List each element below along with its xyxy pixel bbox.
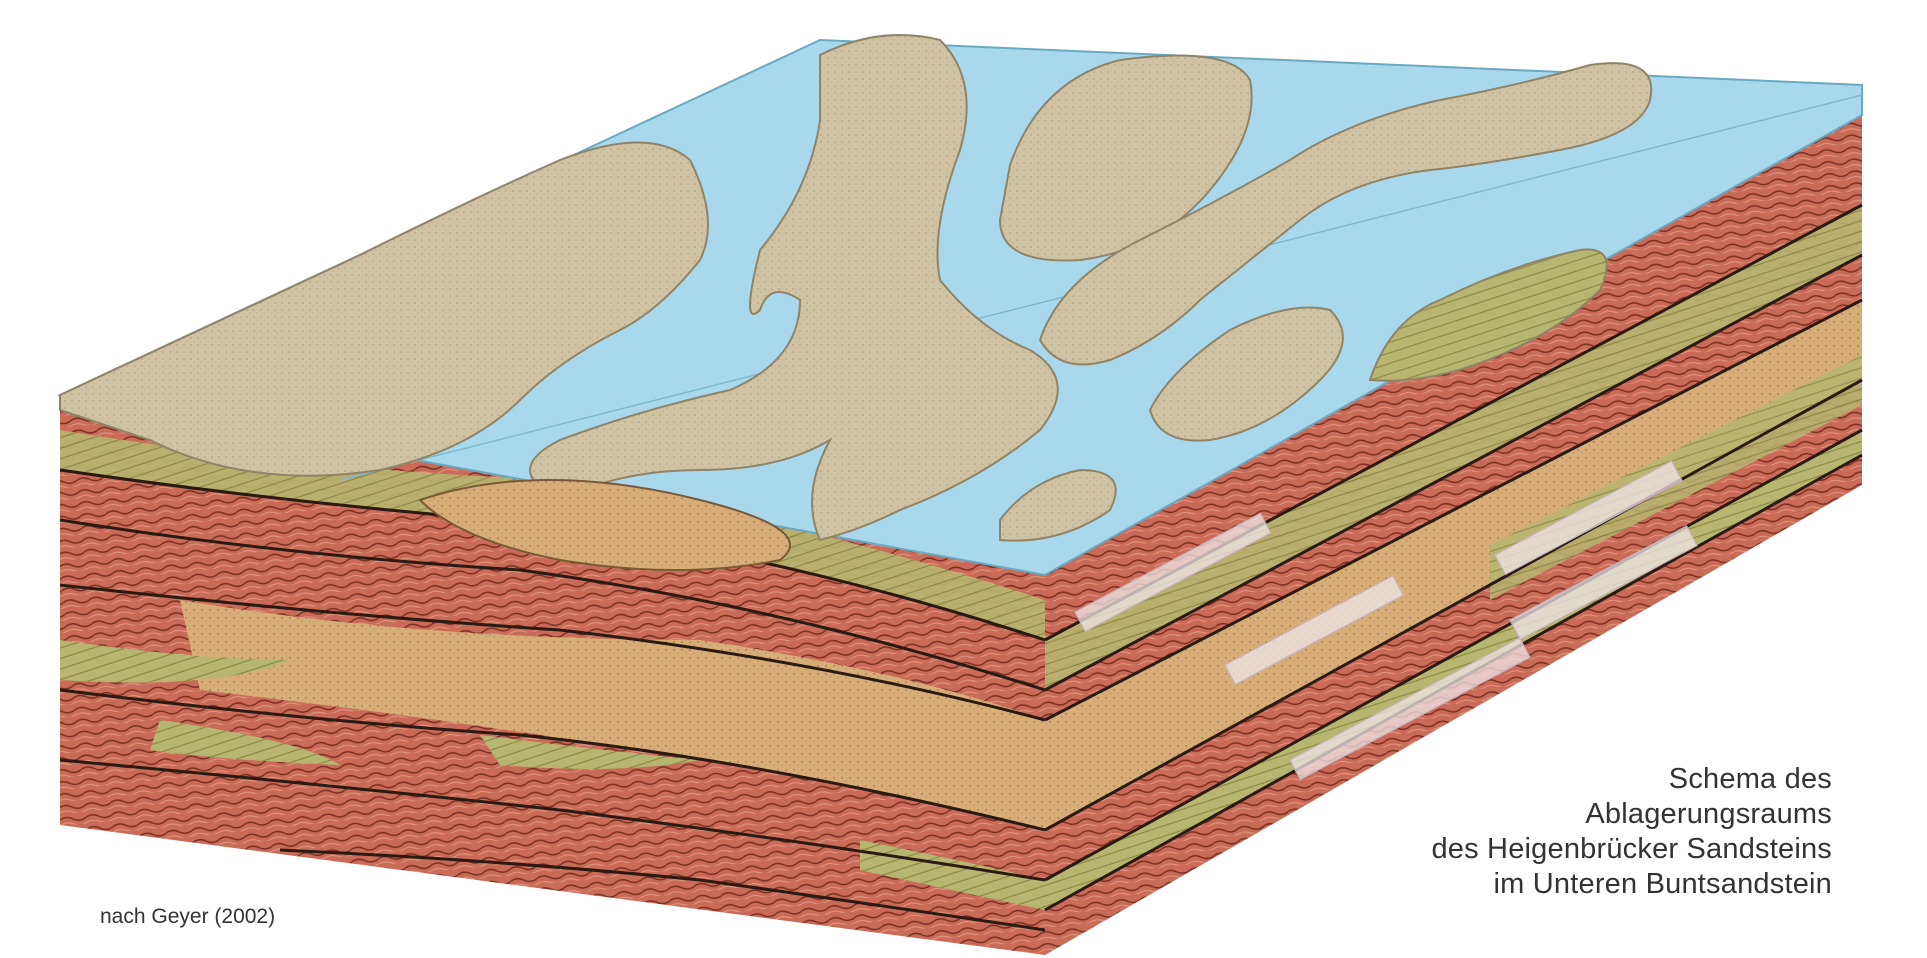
caption-line-1: Schema des bbox=[1112, 762, 1832, 797]
source-credit: nach Geyer (2002) bbox=[100, 905, 275, 929]
caption-line-4: im Unteren Buntsandstein bbox=[1112, 867, 1832, 902]
caption-line-2: Ablagerungsraums bbox=[1112, 797, 1832, 832]
caption-line-3: des Heigenbrücker Sandsteins bbox=[1112, 832, 1832, 867]
diagram-caption: Schema des Ablagerungsraums des Heigenbr… bbox=[1112, 762, 1832, 902]
